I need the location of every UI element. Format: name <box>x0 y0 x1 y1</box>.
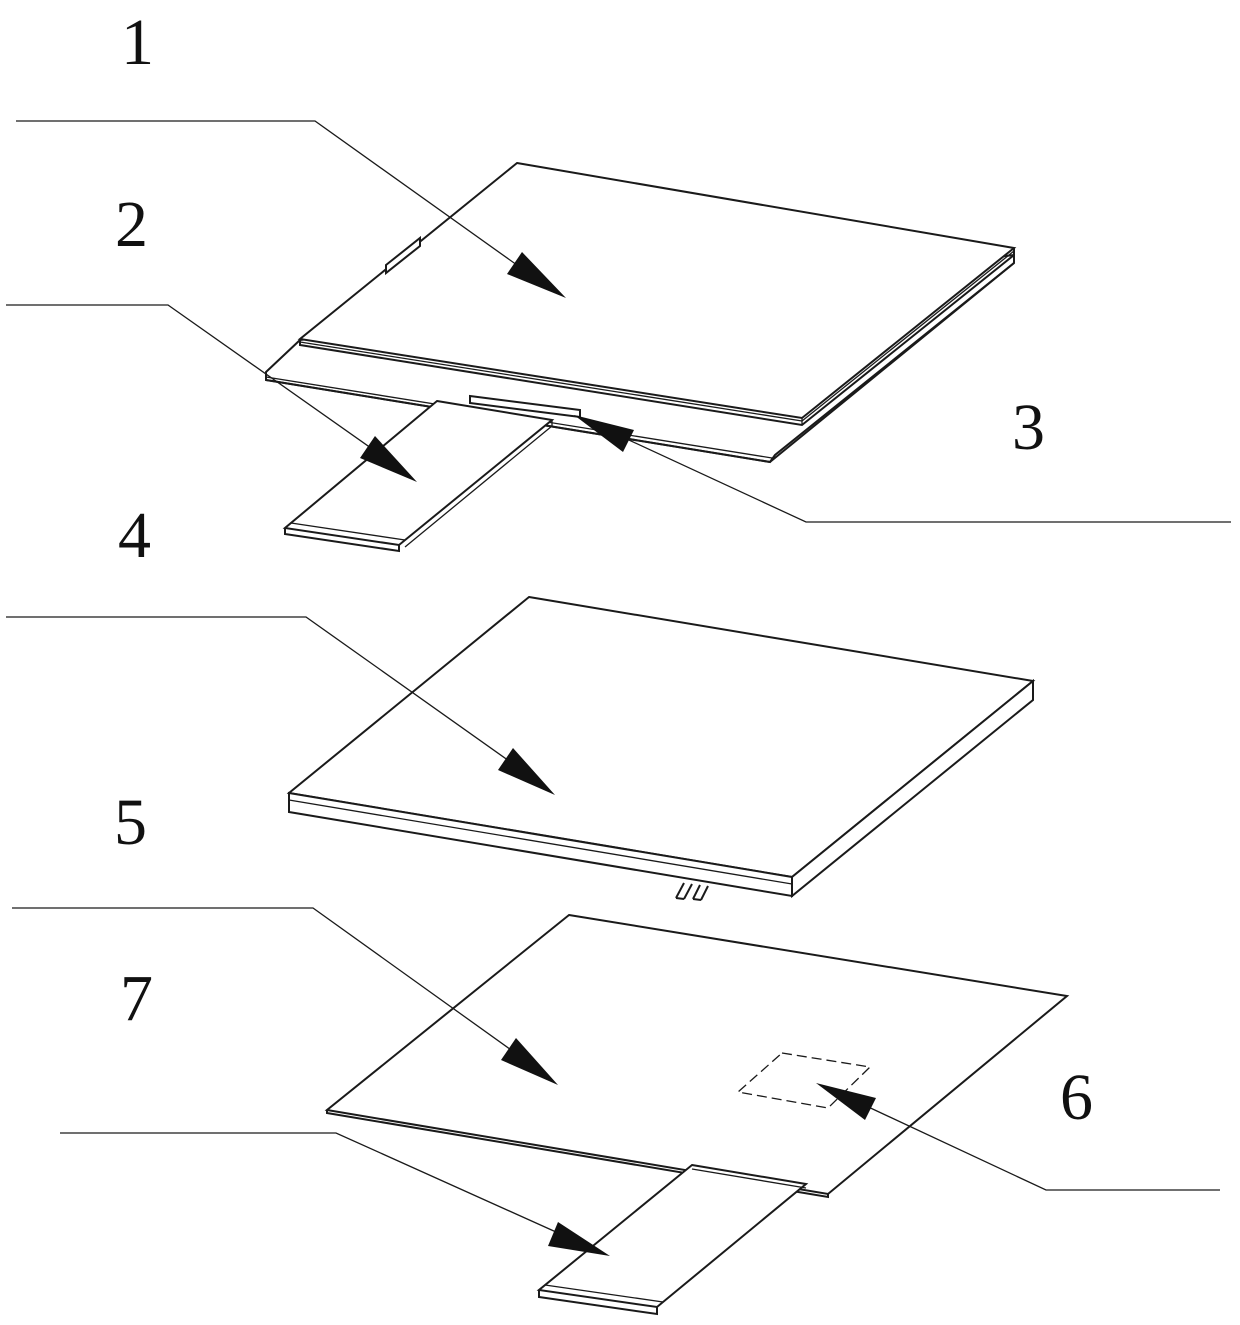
middle-block <box>289 597 1033 900</box>
bottom-sheet <box>327 915 1067 1194</box>
middle-block-pins <box>676 883 708 900</box>
middle-block-top <box>289 597 1033 877</box>
callout-label-1: 1 <box>121 10 154 76</box>
leader-line-cable <box>60 1133 596 1250</box>
callout-label-2: 2 <box>115 192 148 258</box>
callout-label-3: 3 <box>1012 395 1045 461</box>
callout-label-5: 5 <box>114 790 147 856</box>
top-assembly <box>266 163 1014 551</box>
callout-label-6: 6 <box>1060 1065 1093 1131</box>
bottom-assembly <box>327 915 1067 1314</box>
top-flex-cable <box>285 401 552 545</box>
callout-label-4: 4 <box>118 503 151 569</box>
callout-label-7: 7 <box>120 966 153 1032</box>
